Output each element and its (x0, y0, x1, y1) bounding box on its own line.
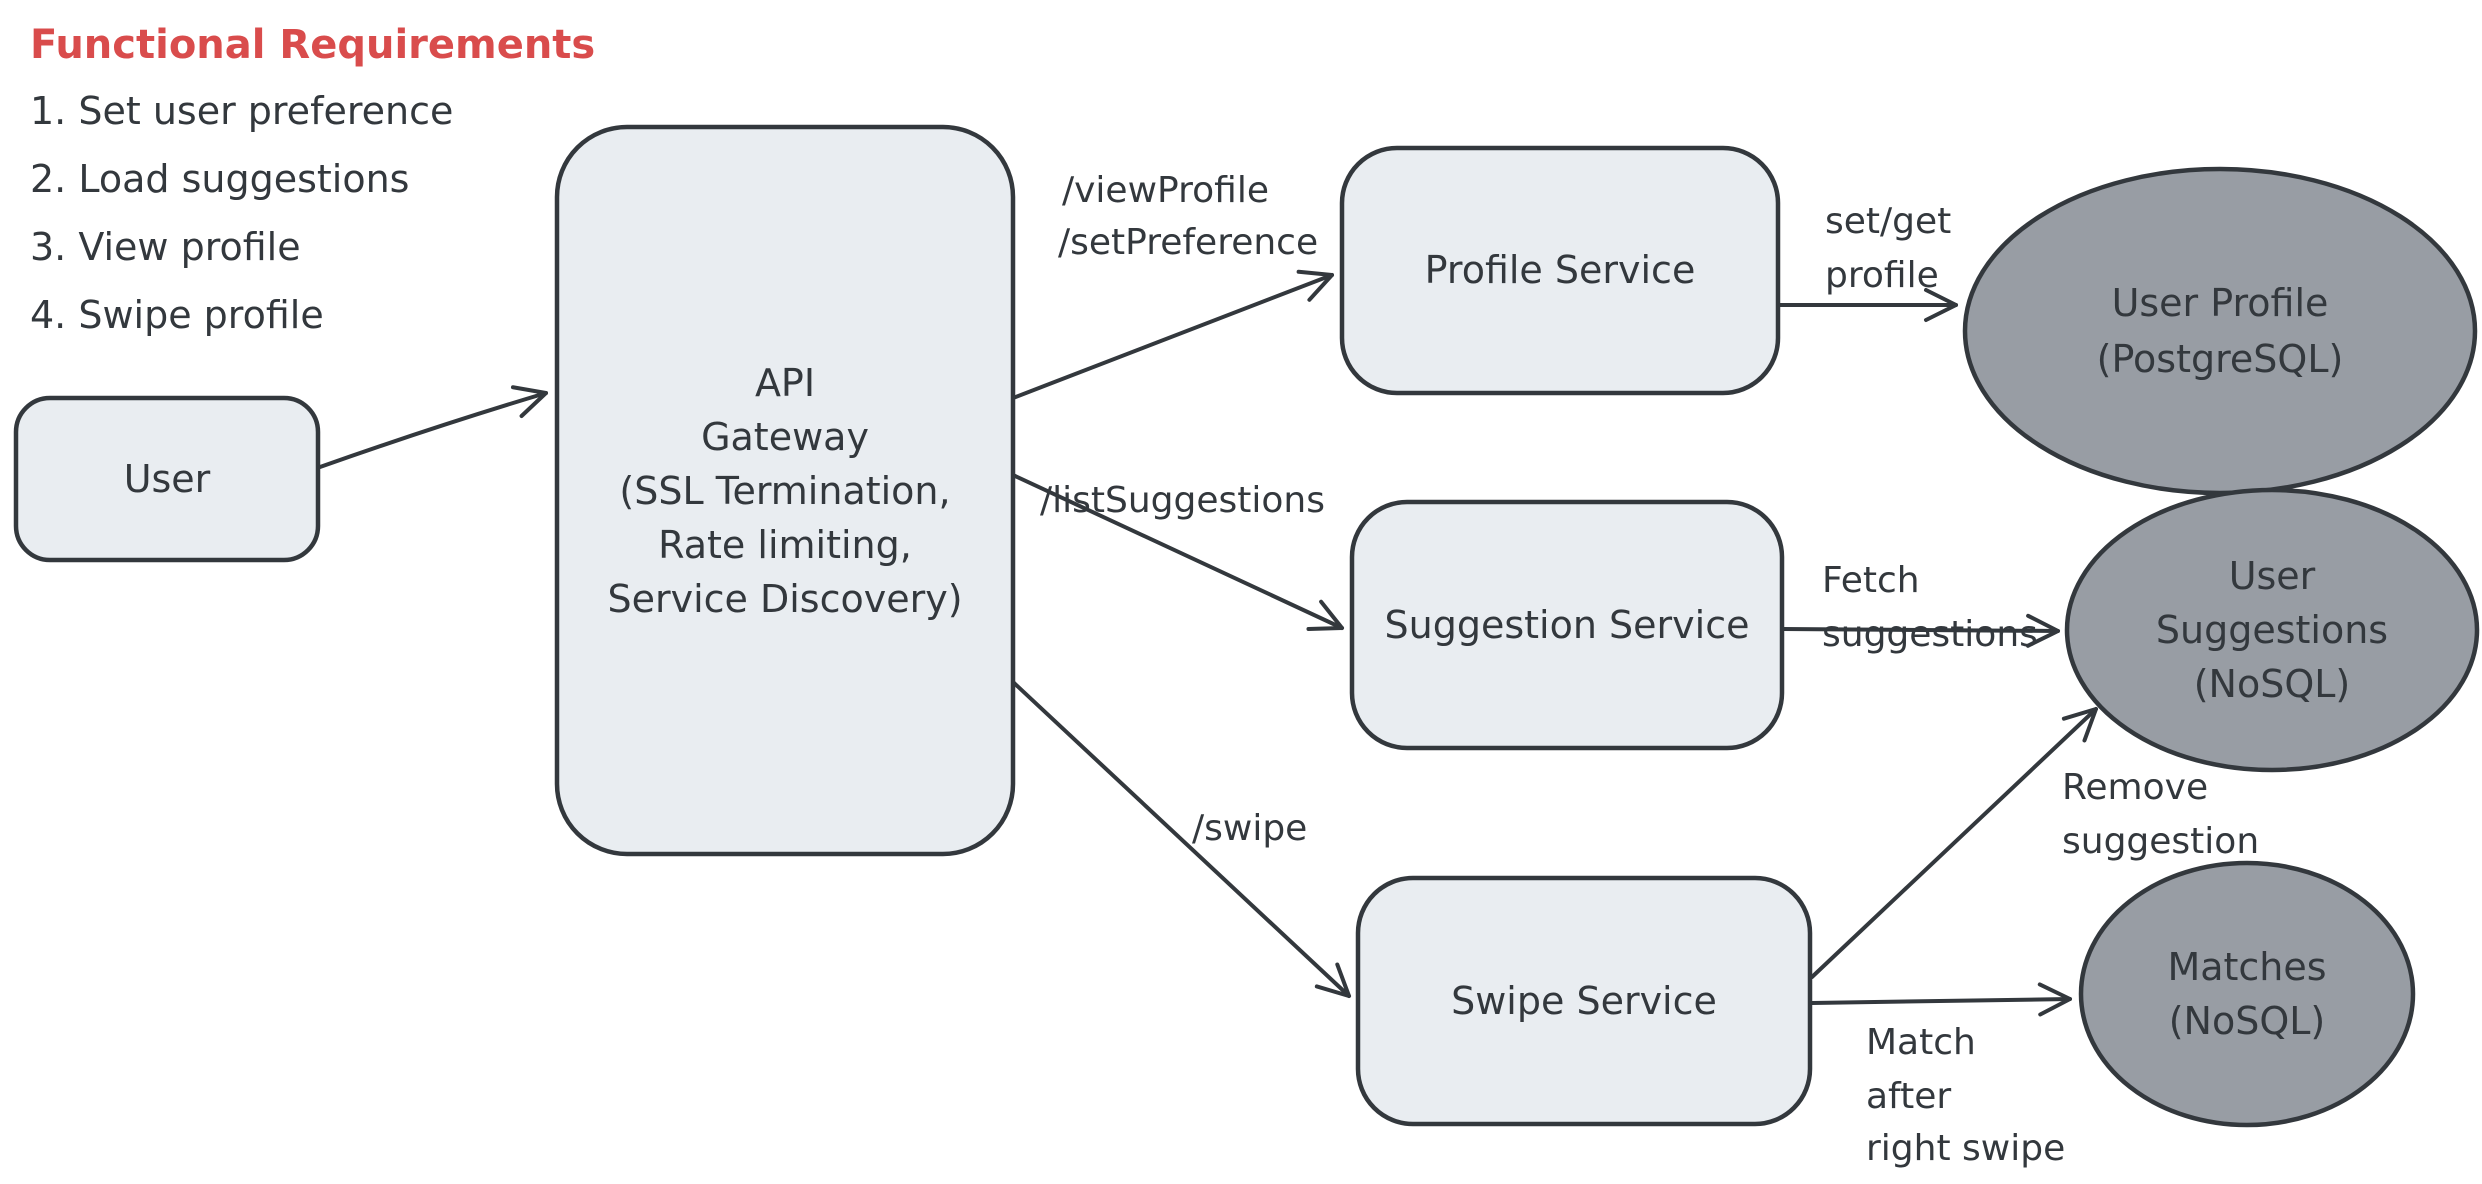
edge-suggestion-service-to-user-suggestions-db (1781, 613, 2060, 648)
api-gateway-node: API Gateway (SSL Termination, Rate limit… (554, 124, 1016, 857)
profile-service-label: Profile Service (1425, 248, 1696, 292)
requirement-item-2: 2. Load suggestions (30, 157, 409, 201)
api-gateway-label-line-5: Service Discovery) (607, 577, 962, 621)
swipe-to-matches-label-line-3: right swipe (1866, 1128, 2065, 1169)
edge-gateway-to-profile-service (1011, 269, 1334, 400)
user-suggestions-db-label-line-1: User (2229, 554, 2316, 598)
user-node: User (13, 395, 321, 563)
api-gateway-label-line-4: Rate limiting, (658, 523, 912, 567)
edge-swipe-service-to-matches-db (1810, 982, 2072, 1017)
requirement-item-4: 4. Swipe profile (30, 293, 324, 337)
edges (318, 269, 2098, 1017)
profile-service-node: Profile Service (1339, 145, 1781, 396)
user-profile-db-label-line-2: (PostgreSQL) (2097, 337, 2344, 381)
api-gateway-label-line-2: Gateway (701, 415, 869, 459)
edge-swipe-service-to-user-suggestions-db (1810, 707, 2098, 979)
profile-service-node-shape (1339, 145, 1781, 396)
edge-user-to-gateway (318, 385, 548, 469)
user-profile-db-shape (1962, 166, 2478, 496)
matches-db-shape (2078, 860, 2416, 1128)
swipe-service-node: Swipe Service (1355, 875, 1813, 1127)
requirement-item-3: 3. View profile (30, 225, 301, 269)
user-node-label: User (124, 457, 211, 501)
user-profile-db-label-line-1: User Profile (2112, 281, 2329, 325)
suggestion-to-db-label-line-2: suggestions (1822, 614, 2038, 655)
profile-to-db-label-line-2: profile (1825, 255, 1939, 296)
requirement-item-1: 1. Set user preference (30, 89, 453, 133)
swipe-service-label: Swipe Service (1451, 979, 1717, 1023)
edge-gateway-to-swipe-service (1011, 680, 1351, 998)
swipe-to-suggestions-label-line-2: suggestion (2062, 821, 2259, 862)
api-gateway-label-line-1: API (755, 361, 815, 405)
gateway-to-swipe-label: /swipe (1192, 808, 1307, 849)
user-suggestions-db-label-line-3: (NoSQL) (2194, 662, 2351, 706)
edge-gateway-to-suggestion-service (1011, 473, 1344, 631)
swipe-to-suggestions-label-line-1: Remove (2062, 767, 2208, 808)
user-node-shape (13, 395, 321, 563)
suggestion-service-node: Suggestion Service (1349, 499, 1785, 751)
suggestion-service-label: Suggestion Service (1385, 603, 1750, 647)
suggestion-to-db-label-line-1: Fetch (1822, 560, 1920, 601)
matches-db-label-line-2: (NoSQL) (2169, 999, 2326, 1043)
user-suggestions-db-shape (2064, 487, 2480, 773)
suggestion-service-node-shape (1349, 499, 1785, 751)
user-suggestions-db-node: User Suggestions (NoSQL) (2064, 487, 2480, 773)
swipe-to-matches-label-line-2: after (1866, 1076, 1951, 1117)
gateway-to-profile-label-line-1: /viewProfile (1062, 170, 1269, 211)
user-suggestions-db-label-line-2: Suggestions (2156, 608, 2388, 652)
api-gateway-node-shape (554, 124, 1016, 857)
gateway-to-profile-label-line-2: /setPreference (1058, 222, 1318, 263)
swipe-to-matches-label-line-1: Match (1866, 1022, 1976, 1063)
matches-db-node: Matches (NoSQL) (2078, 860, 2416, 1128)
edge-labels: /viewProfile /setPreference set/get prof… (1040, 170, 2259, 1169)
user-profile-db-node: User Profile (PostgreSQL) (1962, 166, 2478, 496)
api-gateway-label-line-3: (SSL Termination, (619, 469, 950, 513)
gateway-to-suggestion-label: /listSuggestions (1040, 480, 1325, 521)
functional-requirements-title: Functional Requirements (30, 22, 595, 68)
swipe-service-node-shape (1355, 875, 1813, 1127)
functional-requirements-list: Functional Requirements 1. Set user pref… (30, 22, 595, 337)
matches-db-label-line-1: Matches (2167, 945, 2326, 989)
profile-to-db-label-line-1: set/get (1825, 201, 1951, 242)
